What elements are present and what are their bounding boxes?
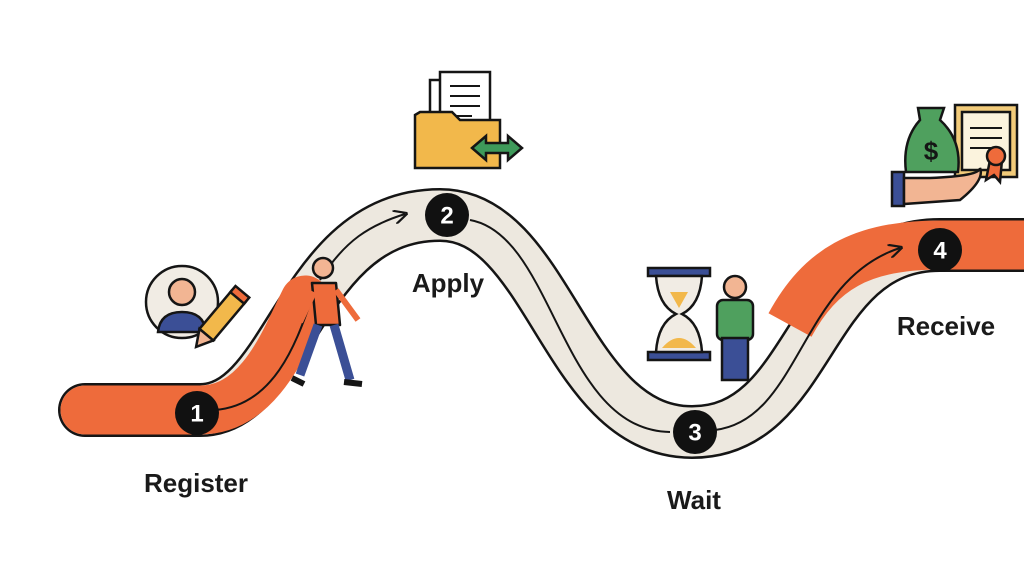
step-marker-2: 2 bbox=[425, 193, 469, 237]
svg-text:1: 1 bbox=[190, 401, 203, 428]
svg-text:3: 3 bbox=[688, 420, 701, 447]
walking-person-icon bbox=[290, 256, 363, 387]
step-marker-4: 4 bbox=[918, 228, 962, 272]
hourglass-icon bbox=[646, 266, 712, 362]
money-certificate-icon: $ bbox=[890, 103, 1019, 208]
svg-text:2: 2 bbox=[440, 203, 453, 230]
step-marker-1: 1 bbox=[175, 391, 219, 435]
folder-documents-icon bbox=[413, 70, 524, 170]
svg-text:4: 4 bbox=[933, 238, 947, 265]
waiting-person-icon bbox=[715, 274, 755, 382]
step-label-register: Register bbox=[143, 468, 249, 498]
svg-text:$: $ bbox=[924, 136, 939, 166]
user-edit-icon bbox=[144, 264, 252, 349]
step-label-apply: Apply bbox=[411, 268, 485, 298]
step-marker-3: 3 bbox=[673, 410, 717, 454]
step-label-receive: Receive bbox=[896, 311, 996, 341]
step-label-wait: Wait bbox=[667, 485, 721, 515]
